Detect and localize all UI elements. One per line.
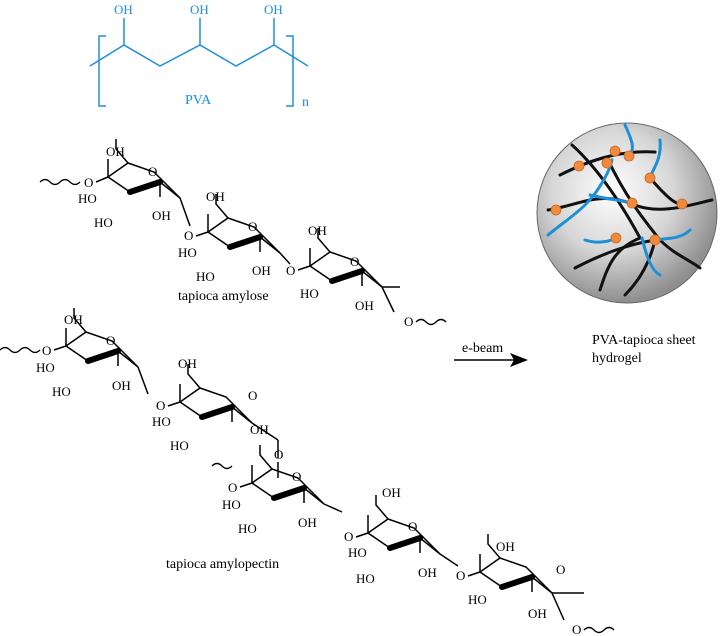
amylose-wavy-start <box>39 178 81 186</box>
crosslink-node <box>550 204 562 216</box>
crosslink-node <box>644 172 656 184</box>
amylose-oh-1: OH <box>106 144 125 159</box>
amylopectin-label: tapioca amylopectin <box>166 557 279 572</box>
crosslink-node <box>623 150 635 162</box>
amylose-ring-o-1: O <box>148 164 157 179</box>
amylose-ho-1: HO <box>78 191 97 206</box>
amylopectin-ho-1: HO <box>36 360 55 375</box>
amylose-oh-5: OH <box>308 223 327 238</box>
amylose-oh-4: OH <box>252 263 271 278</box>
amylopectin-wavy-start <box>0 346 41 354</box>
hydrogel-label-line2: hydrogel <box>592 351 642 366</box>
crosslink-node <box>676 198 688 210</box>
pva-bracket-right <box>286 35 294 107</box>
amylopectin-ring-o-1: O <box>106 333 115 348</box>
amylopectin-wavy-branch <box>211 462 233 470</box>
amylopectin-o-4: O <box>344 529 353 544</box>
amylopectin-oh-6: OH <box>382 485 401 500</box>
amylose-o-3: O <box>286 263 295 278</box>
amylose-o-2: O <box>184 228 193 243</box>
amylopectin-ho-7: HO <box>348 545 367 560</box>
pva-backbone <box>89 44 309 67</box>
amylose-ho-4: HO <box>196 269 215 284</box>
amylopectin-ho-3: HO <box>152 414 171 429</box>
hydrogel-label-line1: PVA-tapioca sheet <box>592 333 696 348</box>
amylose-oh-6: OH <box>355 298 374 313</box>
amylopectin-ring-o-3: O <box>292 469 301 484</box>
pva-bracket-left <box>98 35 106 107</box>
amylopectin-ho-5: HO <box>222 497 241 512</box>
pva-structure: OH OH OH PVA n <box>89 2 309 110</box>
amylopectin-o-2: O <box>156 398 165 413</box>
amylopectin-o-end: O <box>572 622 581 636</box>
amylopectin-oh-2: OH <box>112 378 131 393</box>
amylopectin-oh-8: OH <box>496 539 515 554</box>
amylose-wavy-end <box>415 318 447 326</box>
amylose-ho-2: HO <box>94 215 113 230</box>
amylose-o-1: O <box>84 175 93 190</box>
amylopectin-ho-6: HO <box>238 521 257 536</box>
amylopectin-ring-o-2: O <box>248 388 257 403</box>
amylopectin-ho-8: HO <box>356 571 375 586</box>
amylose-ring-o-2: O <box>248 219 257 234</box>
amylose-label: tapioca amylose <box>178 289 269 304</box>
amylose-o-end: O <box>404 314 413 329</box>
arrow-head <box>510 353 528 367</box>
reaction-arrow: e-beam <box>454 341 528 367</box>
amylose-oh-2: OH <box>152 208 171 223</box>
amylopectin-ring-o-4: O <box>408 519 417 534</box>
amylose-structure: O OH HO HO OH O O OH HO HO OH O O OH HO … <box>39 139 447 329</box>
amylopectin-oh-4: OH <box>250 422 269 437</box>
amylopectin-oh-9: OH <box>528 606 547 621</box>
amylopectin-oh-3: OH <box>178 356 197 371</box>
amylopectin-oh-7: OH <box>418 565 437 580</box>
crosslink-node <box>573 160 585 172</box>
pva-oh-3: OH <box>264 2 283 17</box>
pva-oh-1: OH <box>114 2 133 17</box>
amylose-oh-3: OH <box>206 189 225 204</box>
amylose-ho-5: HO <box>300 286 319 301</box>
amylopectin-ho-4: HO <box>170 438 189 453</box>
crosslink-node <box>610 232 622 244</box>
amylopectin-o-5: O <box>456 568 465 583</box>
pva-repeat-n: n <box>302 95 309 110</box>
amylopectin-ho-9: HO <box>468 592 487 607</box>
amylopectin-structure: O OH HO HO OH O O OH HO HO OH O O O HO H… <box>0 308 615 636</box>
amylopectin-o-branch: O <box>274 447 283 462</box>
amylose-ho-3: HO <box>178 245 197 260</box>
crosslink-node <box>601 157 613 169</box>
pva-label: PVA <box>185 93 212 108</box>
amylopectin-wavy-end <box>583 626 615 634</box>
amylopectin-oh-5: OH <box>298 515 317 530</box>
amylopectin-o-3: O <box>228 480 237 495</box>
amylopectin-ho-2: HO <box>52 384 71 399</box>
arrow-label: e-beam <box>462 341 503 356</box>
amylopectin-oh-1: OH <box>64 312 83 327</box>
amylose-ring-o-3: O <box>350 254 359 269</box>
crosslinks <box>550 145 688 246</box>
amylopectin-ring-o-5: O <box>556 562 565 577</box>
pva-oh-2: OH <box>190 2 209 17</box>
crosslink-node <box>649 234 661 246</box>
crosslink-node <box>626 197 638 209</box>
black-chains <box>546 143 714 297</box>
amylopectin-o-1: O <box>42 343 51 358</box>
hydrogel-sphere: PVA-tapioca sheet hydrogel <box>536 122 718 366</box>
crosslink-node <box>609 145 621 157</box>
